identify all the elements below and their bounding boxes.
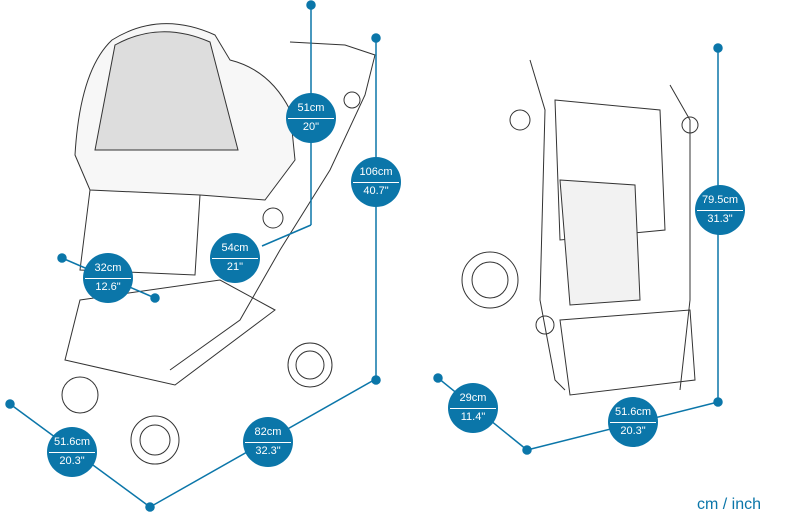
value-in: 20.3" — [620, 425, 646, 437]
badge-length: 82cm 32.3" — [243, 417, 293, 467]
badge-seat-width: 32cm 12.6" — [83, 253, 133, 303]
stroller-folded-illustration — [461, 59, 699, 396]
stroller-front-illustration — [61, 23, 376, 465]
badge-folded-width: 51.6cm 20.3" — [608, 397, 658, 447]
value-cm: 51.6cm — [614, 406, 652, 418]
value-in: 20.3" — [59, 455, 85, 467]
badge-seat-depth: 54cm 21" — [210, 233, 260, 283]
value-in: 31.3" — [707, 213, 733, 225]
value-in: 20" — [302, 121, 320, 133]
unit-legend: cm / inch — [697, 496, 762, 513]
badge-width: 51.6cm 20.3" — [47, 427, 97, 477]
badge-total-height: 106cm 40.7" — [351, 157, 401, 207]
value-cm: 29cm — [459, 392, 487, 404]
badge-folded-depth: 29cm 11.4" — [448, 383, 498, 433]
badge-handle-height: 51cm 20" — [286, 93, 336, 143]
value-cm: 32cm — [94, 262, 122, 274]
value-cm: 79.5cm — [701, 194, 739, 206]
value-in: 12.6" — [95, 281, 121, 293]
value-cm: 54cm — [221, 242, 249, 254]
value-cm: 106cm — [359, 166, 393, 178]
value-cm: 51.6cm — [53, 436, 91, 448]
badge-folded-height: 79.5cm 31.3" — [695, 185, 745, 235]
value-in: 11.4" — [460, 411, 486, 423]
value-in: 21" — [226, 261, 244, 273]
value-in: 32.3" — [255, 445, 281, 457]
value-in: 40.7" — [363, 185, 389, 197]
value-cm: 51cm — [297, 102, 325, 114]
value-cm: 82cm — [254, 426, 282, 438]
